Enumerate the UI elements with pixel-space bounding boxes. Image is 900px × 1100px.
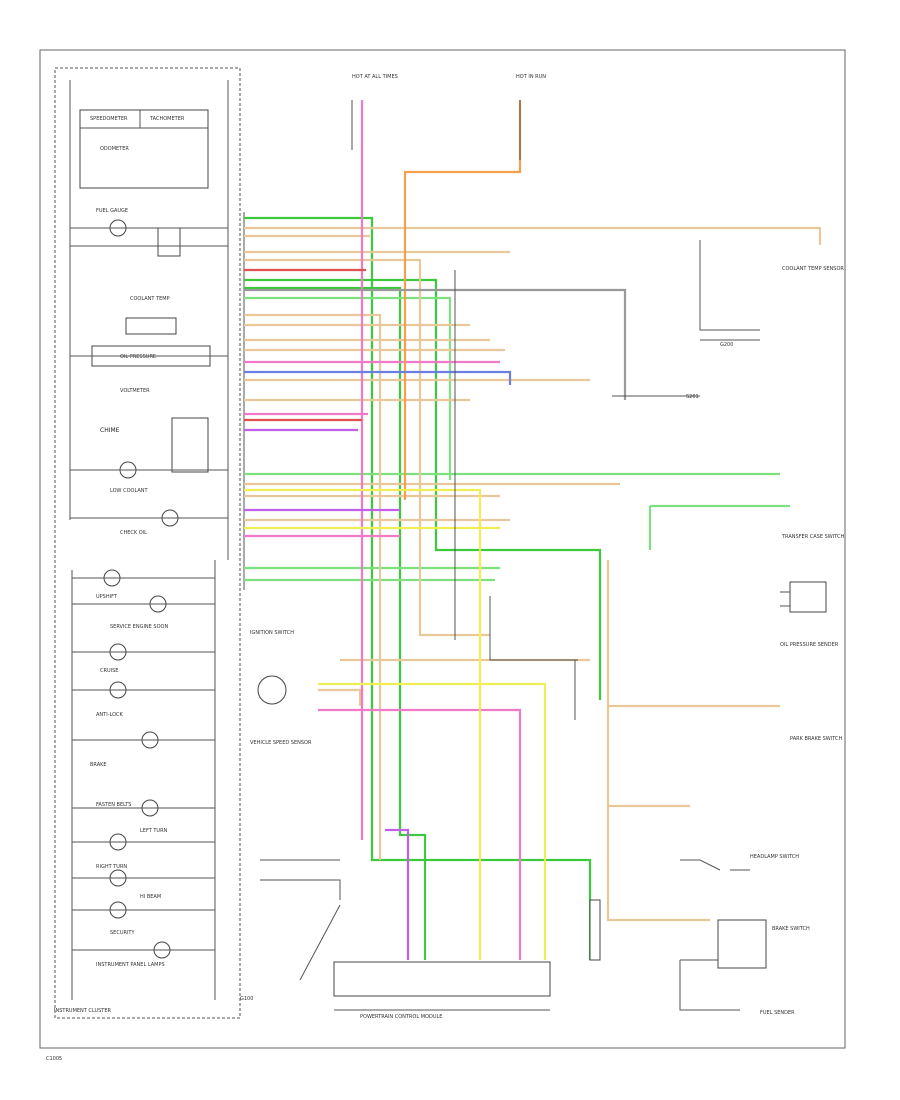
coolant-sensor-label: COOLANT TEMP SENSOR xyxy=(782,266,844,272)
vss-label: VEHICLE SPEED SENSOR xyxy=(250,740,312,746)
chime-label: CHIME xyxy=(100,427,120,434)
vss-area: IGNITION SWITCH VEHICLE SPEED SENSOR xyxy=(250,630,312,746)
fuel-gauge-label: FUEL GAUGE xyxy=(96,208,128,214)
fasten-belts-label: FASTEN BELTS xyxy=(96,802,131,808)
oil-pressure-label: OIL PRESSURE xyxy=(120,354,156,360)
oil-sender-label: OIL PRESSURE SENDER xyxy=(780,642,839,648)
brake-switch-label: BRAKE SWITCH xyxy=(772,926,810,932)
check-oil-label: CHECK OIL xyxy=(120,530,147,536)
right-turn-label: RIGHT TURN xyxy=(96,864,127,870)
ign-switch-label: IGNITION SWITCH xyxy=(250,630,294,636)
ground2-label: G100 xyxy=(240,996,253,1002)
speedometer-label: SPEEDOMETER xyxy=(90,116,128,122)
cluster-label: INSTRUMENT CLUSTER xyxy=(54,1008,112,1014)
splice-label: S201 xyxy=(686,394,699,400)
wire-harness xyxy=(244,100,822,960)
hi-beam-label: HI BEAM xyxy=(140,894,161,900)
voltmeter-label: VOLTMETER xyxy=(120,388,150,394)
brake-label: BRAKE xyxy=(90,762,107,768)
cruise-label: CRUISE xyxy=(100,668,118,674)
pcm-connector: POWERTRAIN CONTROL MODULE G100 xyxy=(240,899,601,1020)
transfer-case-label: TRANSFER CASE SWITCH xyxy=(781,534,844,540)
right-components: TRANSFER CASE SWITCH BRAKE SWITCH OIL PR… xyxy=(680,266,844,1016)
park-brake-label: PARK BRAKE SWITCH xyxy=(790,736,842,742)
odometer-label: ODOMETER xyxy=(100,146,129,152)
tachometer-label: TACHOMETER xyxy=(149,116,185,122)
service-engine-label: SERVICE ENGINE SOON xyxy=(110,624,168,630)
hot-run-label: HOT IN RUN xyxy=(516,74,546,80)
upshift-label: UPSHIFT xyxy=(96,594,118,600)
hot-fuse-label: HOT AT ALL TIMES xyxy=(352,74,398,80)
instrument-cluster: SPEEDOMETER TACHOMETER ODOMETER FUEL GAU… xyxy=(54,67,241,1019)
security-label: SECURITY xyxy=(110,930,135,936)
dimmer-label: HEADLAMP SWITCH xyxy=(750,854,799,860)
low-coolant-label: LOW COOLANT xyxy=(110,488,148,494)
coolant-label: COOLANT TEMP xyxy=(130,296,170,302)
top-fuses: HOT AT ALL TIMES HOT IN RUN xyxy=(352,74,546,80)
footer-label: C1005 xyxy=(46,1056,62,1062)
left-turn-label: LEFT TURN xyxy=(140,828,168,834)
ground-label: G200 xyxy=(720,342,733,348)
pcm-label: POWERTRAIN CONTROL MODULE xyxy=(360,1014,442,1020)
anti-lock-label: ANTI-LOCK xyxy=(96,712,124,718)
fuel-sender-label: FUEL SENDER xyxy=(760,1010,795,1016)
panel-lamps-label: INSTRUMENT PANEL LAMPS xyxy=(96,962,165,968)
